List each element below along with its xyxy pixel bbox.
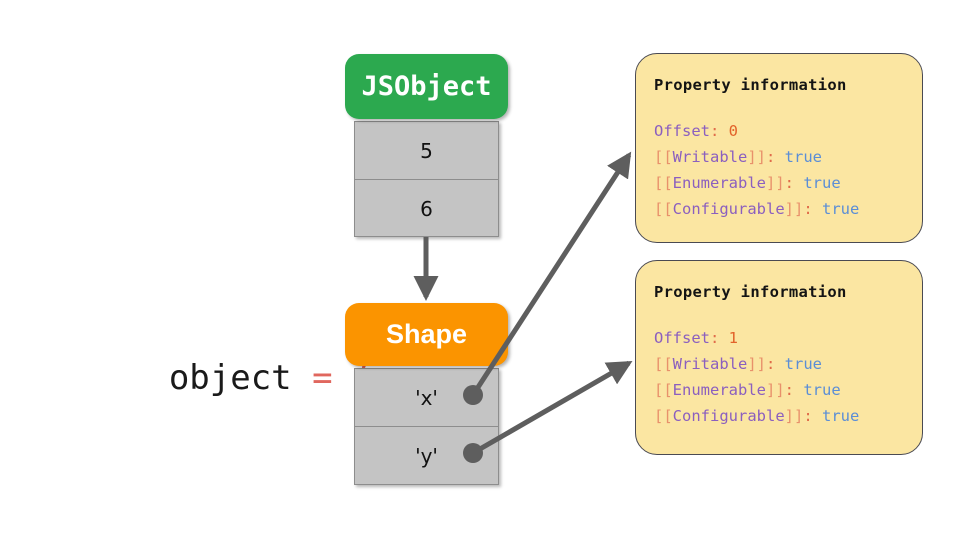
shape-title: Shape	[385, 319, 468, 349]
property-attr-line: [[Writable]]: true	[654, 144, 922, 170]
shape-cell-key: 'y'	[415, 444, 438, 468]
jsobject-cell-1[interactable]: 6	[355, 180, 498, 238]
bracket-close-icon: ]]	[747, 355, 766, 373]
bracket-open-icon: [[	[654, 148, 673, 166]
property-info-title: Property information	[654, 76, 847, 94]
property-offset-line: Offset: 1	[654, 325, 922, 351]
property-attr-line: [[Enumerable]]: true	[654, 170, 922, 196]
bracket-open-icon: [[	[654, 355, 673, 373]
attr-value: true	[822, 407, 860, 425]
colon-glyph: :	[710, 329, 729, 347]
colon-glyph: :	[803, 200, 822, 218]
colon-glyph: :	[766, 148, 785, 166]
jsobject-cell-value: 5	[420, 138, 433, 163]
offset-value: 1	[728, 329, 739, 347]
shape-header[interactable]: Shape	[345, 303, 508, 366]
bracket-open-icon: [[	[654, 174, 673, 192]
bracket-close-icon: ]]	[747, 148, 766, 166]
attr-value: true	[803, 381, 841, 399]
colon-glyph: :	[766, 355, 785, 373]
shape-cell-key: 'x'	[415, 385, 438, 410]
jsobject-cell-0[interactable]: 5	[355, 122, 498, 180]
property-attr-line: [[Enumerable]]: true	[654, 377, 922, 403]
attr-value: true	[803, 174, 841, 192]
attr-name: Writable	[672, 148, 748, 166]
code-token: =	[291, 358, 354, 398]
code-line: object = {	[46, 270, 374, 398]
attr-value: true	[822, 200, 860, 218]
bracket-open-icon: [[	[654, 407, 673, 425]
attr-name: Enumerable	[672, 381, 766, 399]
offset-key: Offset	[654, 329, 710, 347]
colon-glyph: :	[784, 174, 804, 192]
attr-name: Writable	[672, 355, 748, 373]
property-attr-line: [[Writable]]: true	[654, 351, 922, 377]
property-info-title: Property information	[654, 283, 847, 301]
bracket-close-icon: ]]	[784, 407, 804, 425]
bracket-close-icon: ]]	[766, 174, 785, 192]
jsobject-title: JSObject	[361, 71, 492, 102]
property-attr-line: [[Configurable]]: true	[654, 196, 922, 222]
jsobject-cell-value: 6	[420, 197, 433, 221]
property-attr-line: [[Configurable]]: true	[654, 403, 922, 429]
shape-cell-0[interactable]: 'x'	[355, 369, 498, 427]
attr-name: Configurable	[672, 200, 785, 218]
colon-glyph: :	[803, 407, 822, 425]
colon-glyph: :	[710, 122, 729, 140]
code-line: x: 5,	[46, 486, 326, 540]
jsobject-cell-stack: 5 6	[354, 121, 499, 237]
attr-value: true	[784, 148, 822, 166]
shape-cell-stack: 'x' 'y'	[354, 368, 499, 485]
offset-key: Offset	[654, 122, 710, 140]
bracket-close-icon: ]]	[784, 200, 804, 218]
bracket-open-icon: [[	[654, 381, 673, 399]
attr-value: true	[784, 355, 822, 373]
code-token: object	[168, 358, 292, 398]
property-info-box-0: Property information Offset: 0 [[Writabl…	[635, 53, 923, 243]
property-info-box-1: Property information Offset: 1 [[Writabl…	[635, 260, 923, 455]
code-listing: object = { x: 5, y: 6, };	[46, 126, 374, 540]
attr-name: Configurable	[672, 407, 785, 425]
jsobject-header[interactable]: JSObject	[345, 54, 508, 119]
offset-value: 0	[728, 122, 739, 140]
bracket-close-icon: ]]	[766, 381, 785, 399]
attr-name: Enumerable	[672, 174, 766, 192]
property-offset-line: Offset: 0	[654, 118, 922, 144]
colon-glyph: :	[784, 381, 804, 399]
shape-cell-1[interactable]: 'y'	[355, 427, 498, 485]
bracket-open-icon: [[	[654, 200, 673, 218]
